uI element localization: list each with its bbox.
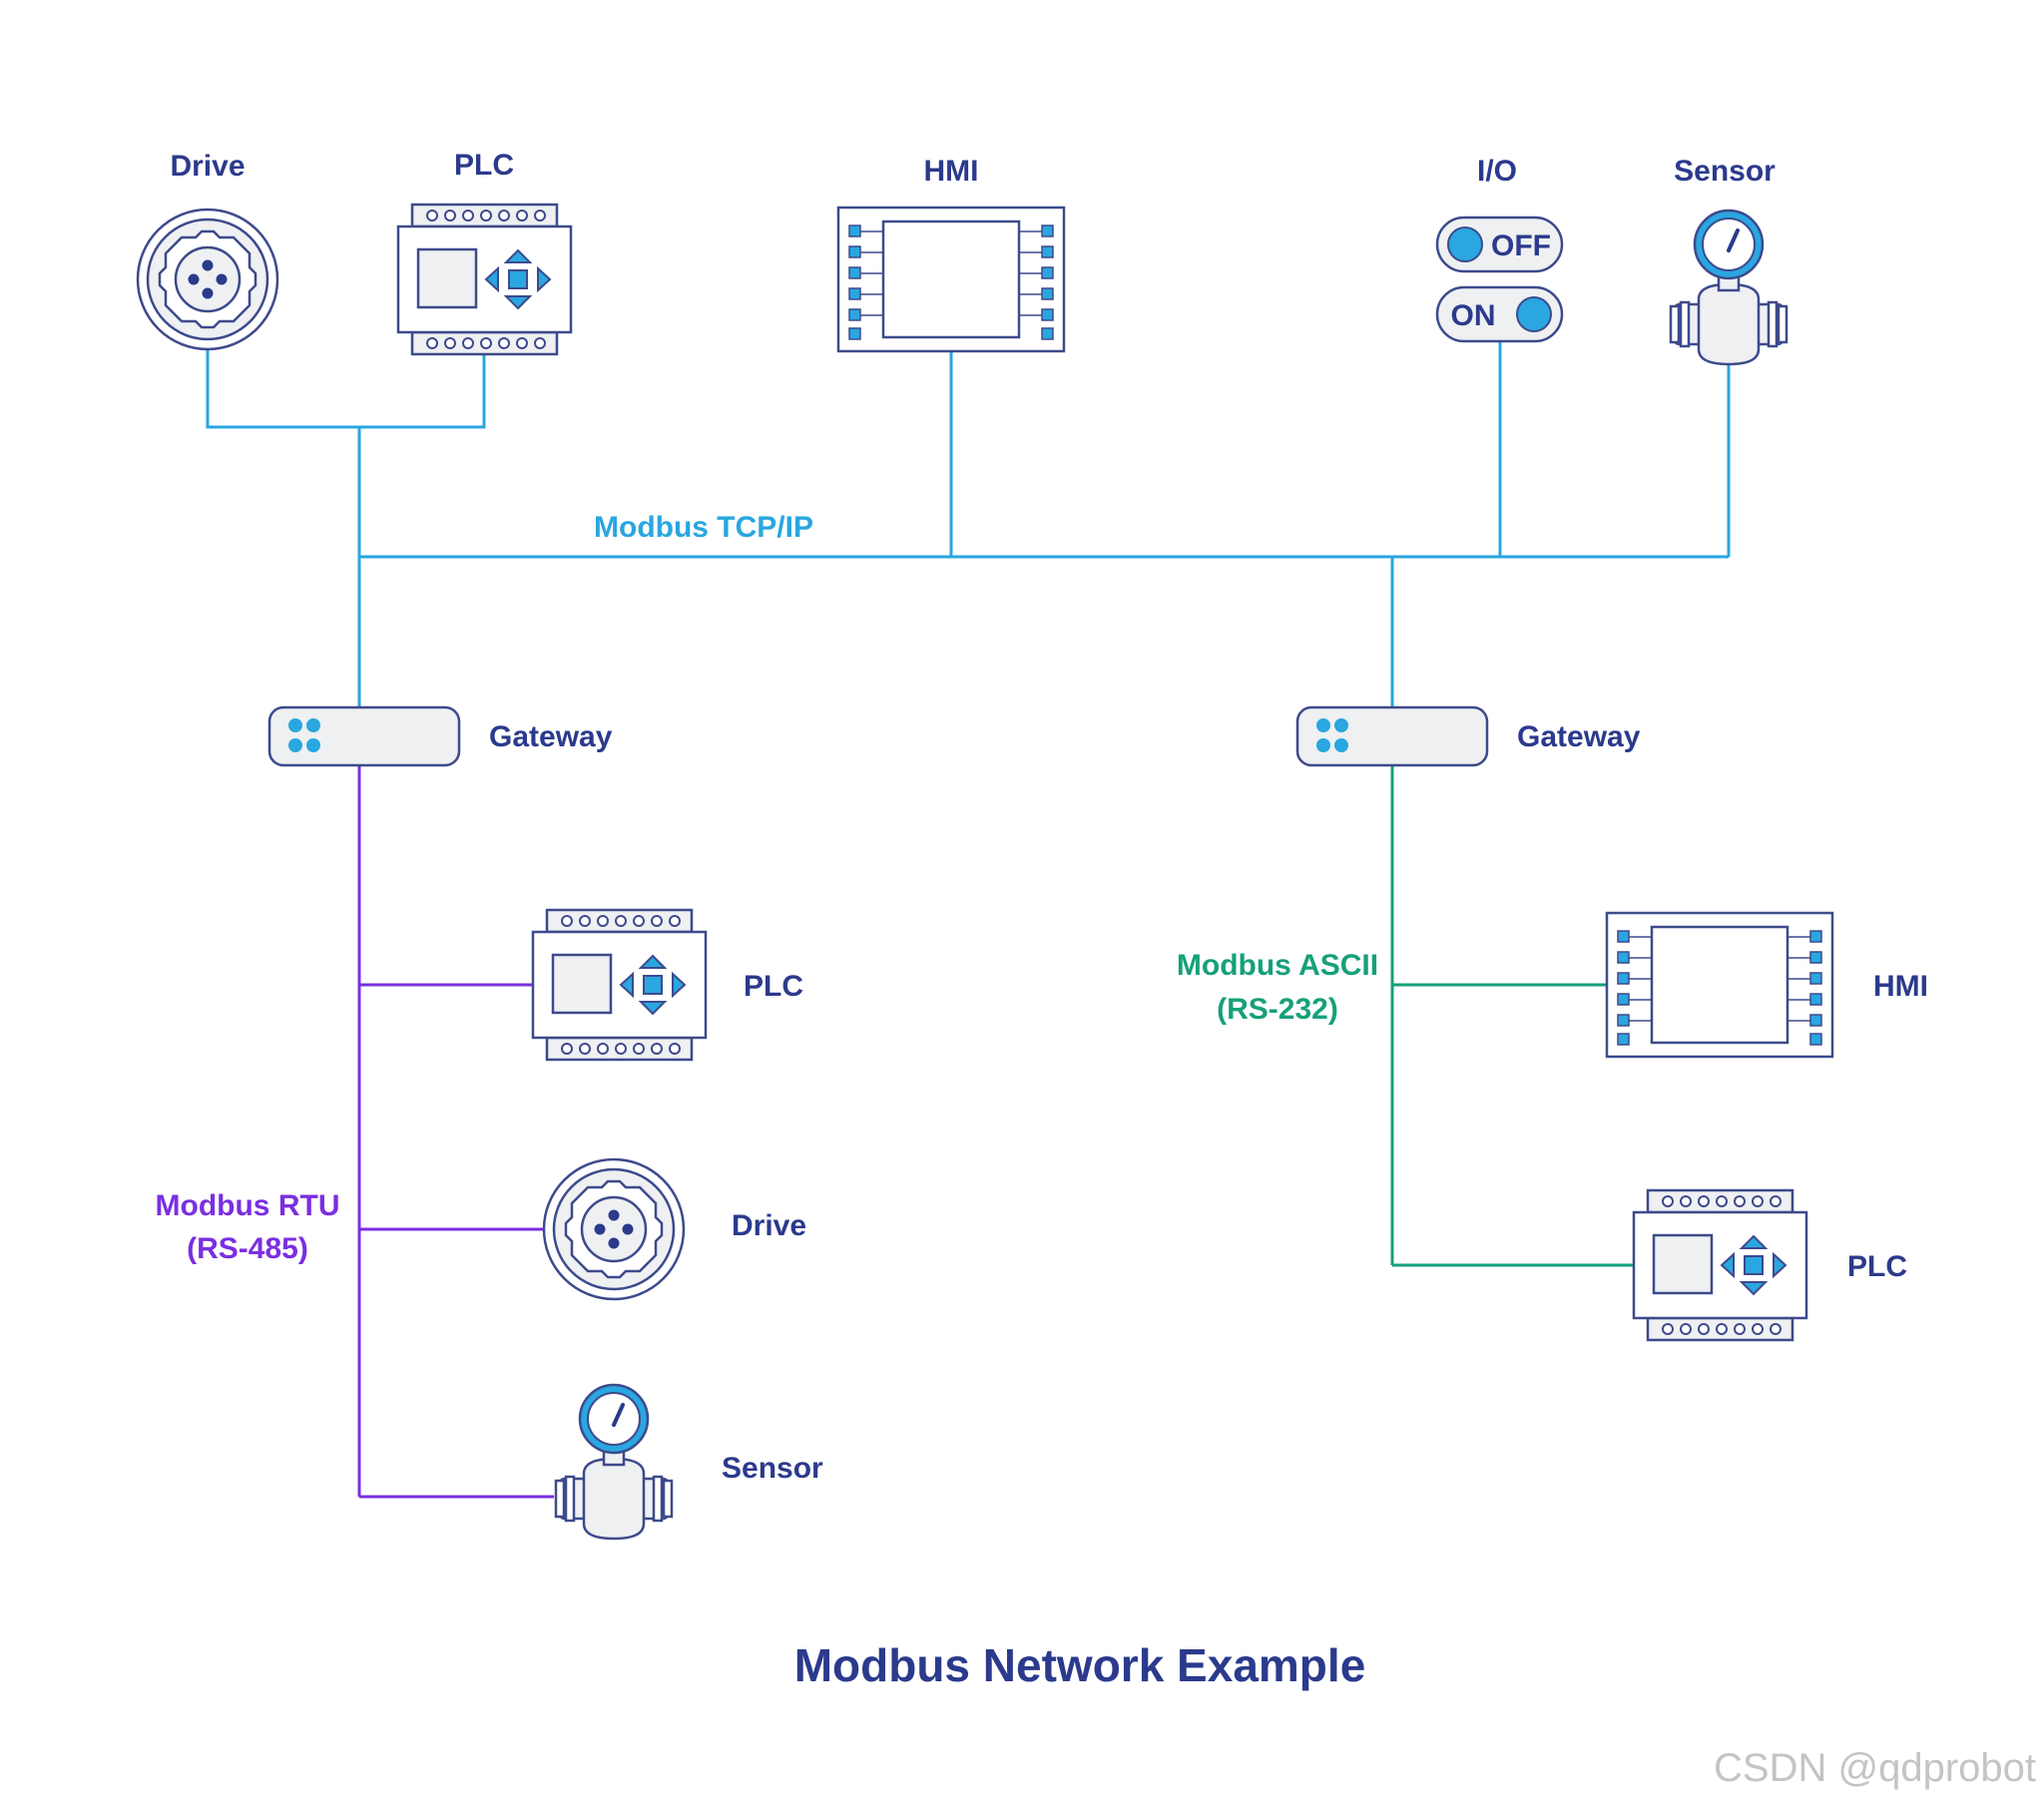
rtu-wires (357, 766, 554, 1499)
sensor-icon (1669, 209, 1788, 366)
ascii-hmi: HMI (1605, 911, 1928, 1059)
rtu-network-label-line1: Modbus RTU (156, 1189, 340, 1222)
ascii-network-label-line1: Modbus ASCII (1177, 949, 1378, 982)
ascii-wires (1390, 766, 1634, 1267)
rtu-drive-label: Drive (732, 1209, 806, 1242)
drive-icon (542, 1157, 686, 1301)
diagram-title: Modbus Network Example (794, 1639, 1366, 1691)
drive-icon (136, 208, 279, 351)
top-sensor-label: Sensor (1674, 155, 1776, 188)
rtu-sensor-label: Sensor (722, 1452, 823, 1485)
hmi-icon (1605, 911, 1834, 1059)
rtu-sensor: Sensor (554, 1383, 823, 1541)
rtu-network-label-line2: (RS-485) (187, 1232, 308, 1265)
ascii-network-label-line2: (RS-232) (1217, 993, 1338, 1026)
top-plc-label: PLC (454, 149, 514, 182)
io-off-label: OFF (1491, 229, 1551, 262)
tcp-wires (206, 341, 1731, 706)
hmi-icon (836, 206, 1066, 353)
top-hmi: HMI (836, 155, 1066, 353)
ascii-plc-label: PLC (1847, 1250, 1907, 1283)
top-io-label: I/O (1477, 155, 1517, 188)
top-sensor: Sensor (1669, 155, 1788, 366)
ascii-hmi-label: HMI (1873, 970, 1928, 1003)
plc-icon (396, 203, 573, 356)
gateway-right: Gateway (1295, 705, 1641, 767)
gateway-left-label: Gateway (489, 720, 613, 753)
gateway-icon (1295, 705, 1489, 767)
ascii-plc: PLC (1632, 1188, 1907, 1342)
watermark: CSDN @qdprobot (1714, 1746, 2036, 1790)
rtu-plc-label: PLC (744, 970, 803, 1003)
top-drive: Drive (136, 150, 279, 351)
top-io: I/O OFF ON (1435, 155, 1564, 343)
gateway-right-label: Gateway (1517, 720, 1641, 753)
gateway-left: Gateway (267, 705, 613, 767)
plc-icon (1632, 1188, 1808, 1342)
io-on-toggle: ON (1435, 285, 1564, 343)
gateway-icon (267, 705, 461, 767)
tcp-network-label: Modbus TCP/IP (594, 511, 813, 544)
sensor-icon (554, 1383, 674, 1541)
io-on-label: ON (1451, 299, 1496, 332)
top-drive-label: Drive (170, 150, 245, 183)
rtu-drive: Drive (542, 1157, 806, 1301)
io-off-toggle: OFF (1435, 216, 1564, 273)
top-hmi-label: HMI (924, 155, 979, 188)
rtu-plc: PLC (531, 908, 803, 1062)
top-plc: PLC (396, 149, 573, 356)
plc-icon (531, 908, 708, 1062)
